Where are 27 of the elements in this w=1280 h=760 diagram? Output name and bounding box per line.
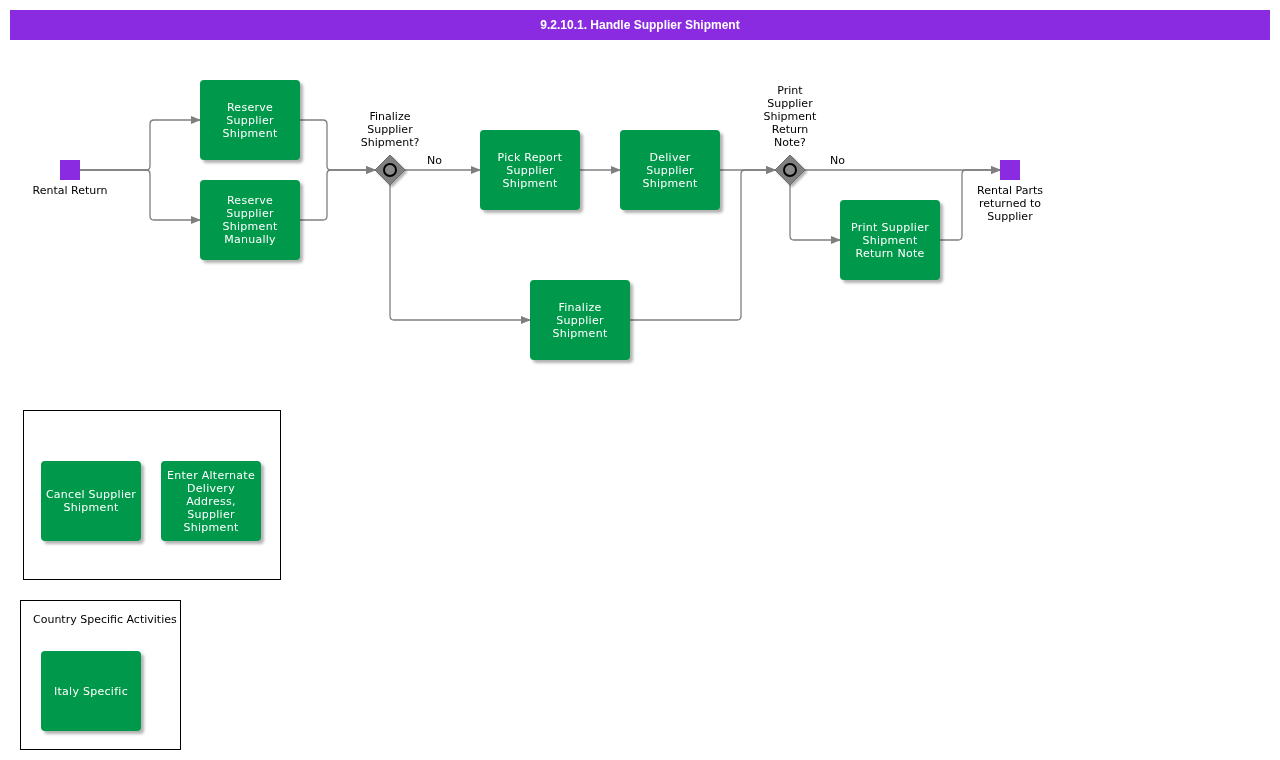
- edge-label: No: [427, 153, 442, 167]
- arrow: [404, 166, 481, 174]
- arrow: [629, 166, 776, 321]
- task-box: Deliver Supplier Shipment: [620, 130, 720, 210]
- task-box: Italy Specific: [41, 651, 141, 731]
- group-box: [23, 410, 281, 580]
- arrow: [79, 169, 201, 224]
- event-label: Rental Parts returned to Supplier: [976, 184, 1044, 223]
- task-box: Cancel Supplier Shipment: [41, 461, 141, 541]
- edge-label: No: [830, 153, 845, 167]
- gateway-label: Finalize Supplier Shipment?: [359, 110, 421, 149]
- lane-heading: Country Specific Activities: [33, 613, 177, 626]
- task-box: Reserve Supplier Shipment Manually: [200, 180, 300, 260]
- event-label: Rental Return: [32, 184, 108, 197]
- arrow: [579, 166, 621, 174]
- task-box: Pick Report Supplier Shipment: [480, 130, 580, 210]
- task-box: Reserve Supplier Shipment: [200, 80, 300, 160]
- title-bar: 9.2.10.1. Handle Supplier Shipment: [10, 10, 1270, 40]
- task-box: Finalize Supplier Shipment: [530, 280, 630, 360]
- arrow: [939, 166, 1001, 241]
- task-box: Enter Alternate Delivery Address, Supplier Shipment: [161, 461, 261, 541]
- task-box: Print Supplier Shipment Return Note: [840, 200, 940, 280]
- lane-box: [20, 600, 181, 750]
- arrow: [299, 166, 376, 221]
- arrow: [389, 184, 531, 324]
- arrow: [789, 184, 841, 244]
- gateway-label: Print Supplier Shipment Return Note?: [762, 84, 818, 149]
